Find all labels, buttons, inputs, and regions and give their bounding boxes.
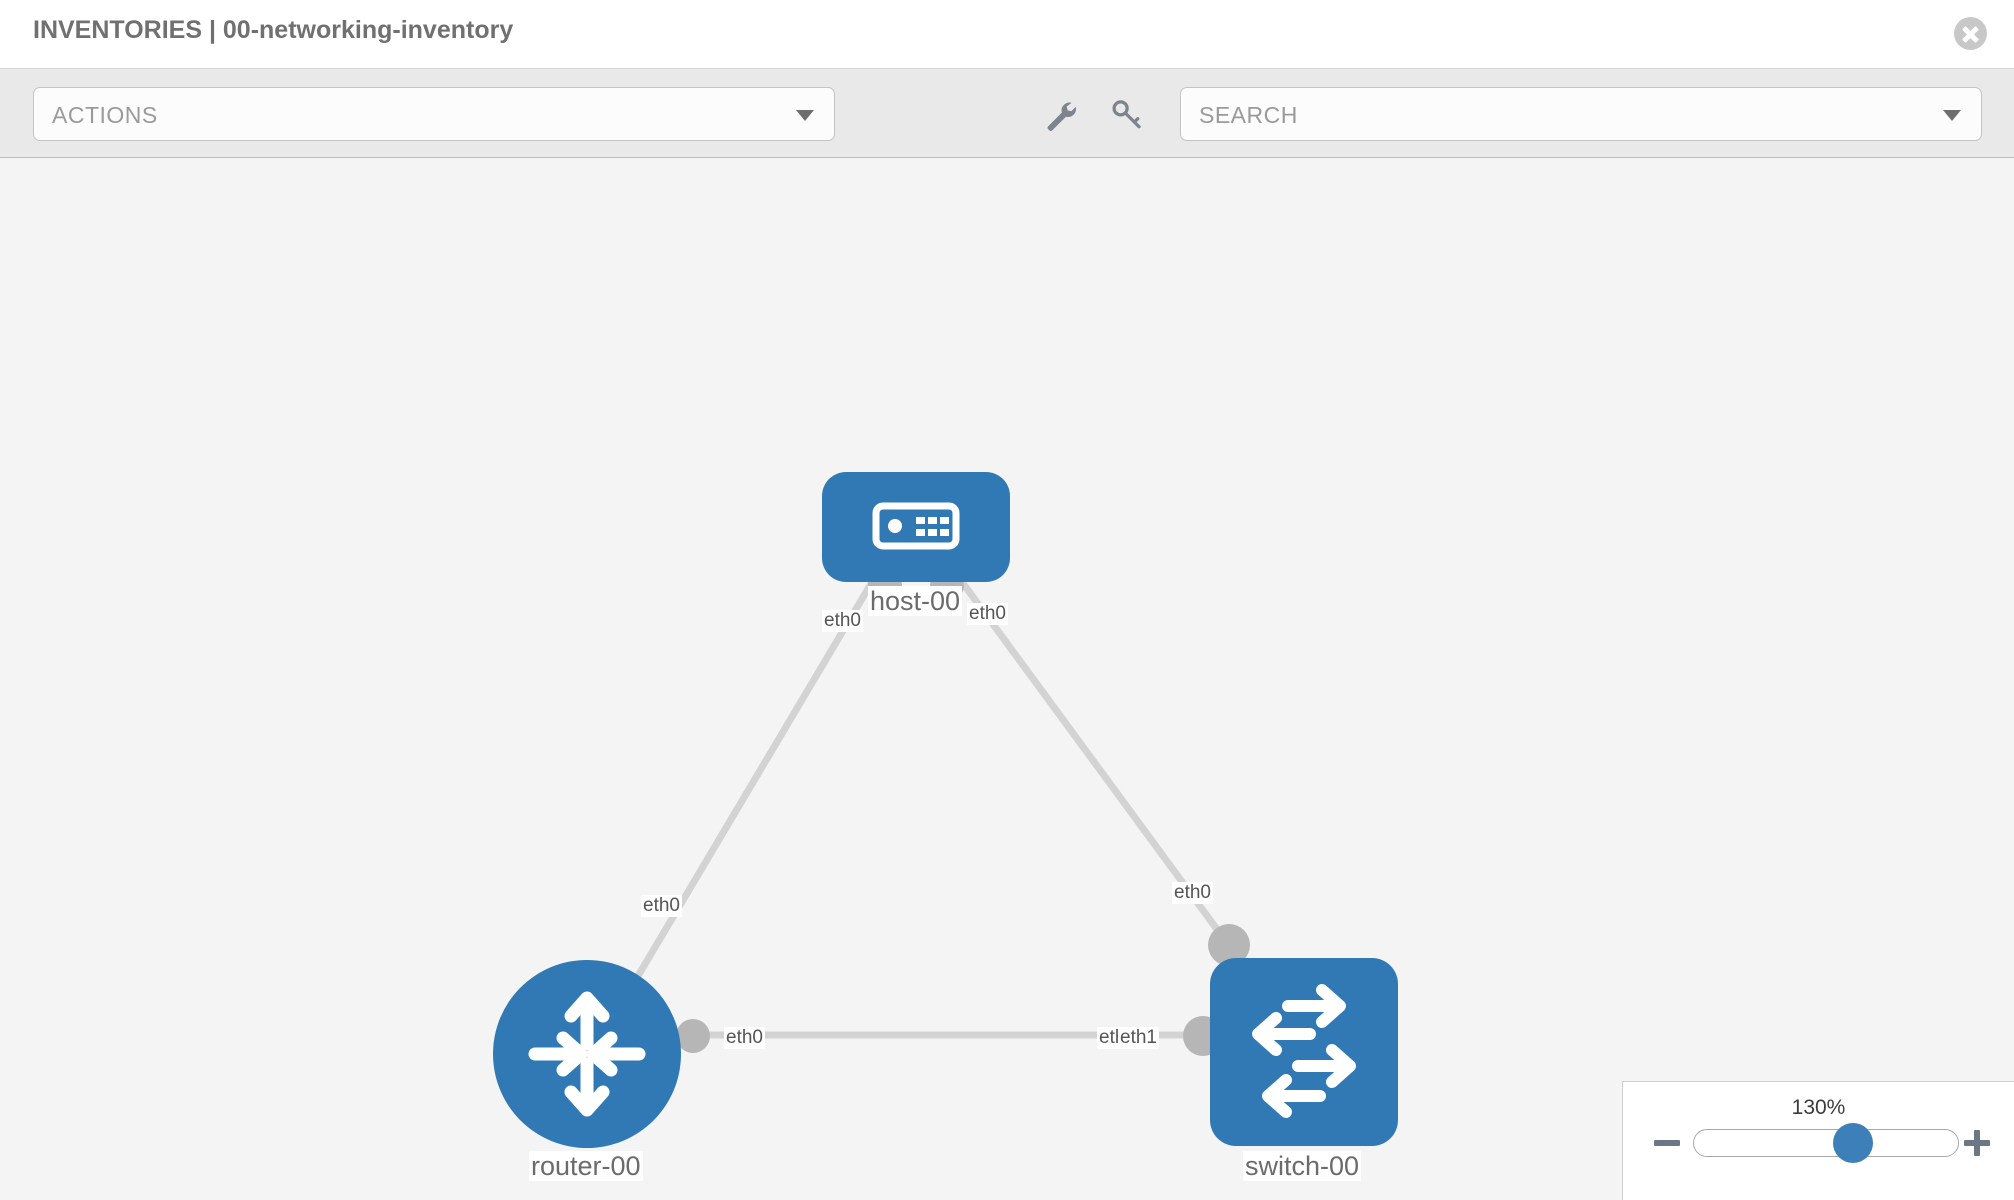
- port-label: eth0: [1172, 882, 1213, 904]
- actions-dropdown[interactable]: ACTIONS: [33, 87, 835, 141]
- port-label: eth0: [641, 895, 682, 917]
- port-label: eth0: [967, 603, 1008, 625]
- page-title: INVENTORIES | 00-networking-inventory: [33, 16, 514, 44]
- zoom-in-button[interactable]: [1962, 1128, 1992, 1158]
- toolbar: ACTIONS SEARCH: [0, 69, 2014, 158]
- close-icon[interactable]: [1954, 17, 1987, 50]
- node-switch-00-shape: [1210, 958, 1398, 1146]
- topology-links: [612, 578, 1242, 1039]
- chevron-down-icon: [796, 110, 814, 121]
- node-router-00[interactable]: [493, 960, 681, 1148]
- switch-arrows-icon: [1252, 984, 1356, 1118]
- actions-dropdown-label: ACTIONS: [52, 102, 158, 128]
- zoom-slider[interactable]: [1693, 1129, 1959, 1157]
- node-label-host-00: host-00: [868, 586, 963, 617]
- router-arrows-icon: [528, 991, 646, 1117]
- wrench-icon[interactable]: [1043, 97, 1077, 132]
- server-icon: [872, 502, 960, 550]
- zoom-out-button[interactable]: [1652, 1128, 1682, 1158]
- node-label-switch-00: switch-00: [1243, 1151, 1362, 1182]
- port-label: eth1: [1118, 1027, 1159, 1049]
- page-header: INVENTORIES | 00-networking-inventory: [0, 0, 2014, 69]
- node-label-router-00: router-00: [529, 1151, 643, 1182]
- topology-canvas[interactable]: host-00 router-00: [0, 158, 2014, 1200]
- node-switch-00[interactable]: [1210, 958, 1398, 1146]
- chevron-down-icon: [1943, 110, 1961, 121]
- zoom-control-panel: 130%: [1622, 1081, 2014, 1200]
- node-host-00[interactable]: [822, 472, 1010, 582]
- zoom-slider-thumb[interactable]: [1833, 1123, 1874, 1163]
- key-icon[interactable]: [1110, 97, 1144, 131]
- link-host-router: [612, 578, 876, 1017]
- node-host-00-shape: [822, 472, 1010, 582]
- port-knob-router-right[interactable]: [676, 1019, 710, 1053]
- search-input[interactable]: SEARCH: [1180, 87, 1982, 141]
- plus-icon-vertical: [1974, 1130, 1980, 1156]
- zoom-level-value: 130%: [1791, 1096, 1846, 1119]
- search-placeholder: SEARCH: [1199, 102, 1298, 128]
- port-label: eth0: [724, 1027, 765, 1049]
- minus-icon: [1654, 1140, 1680, 1146]
- port-label: eth0: [822, 610, 863, 632]
